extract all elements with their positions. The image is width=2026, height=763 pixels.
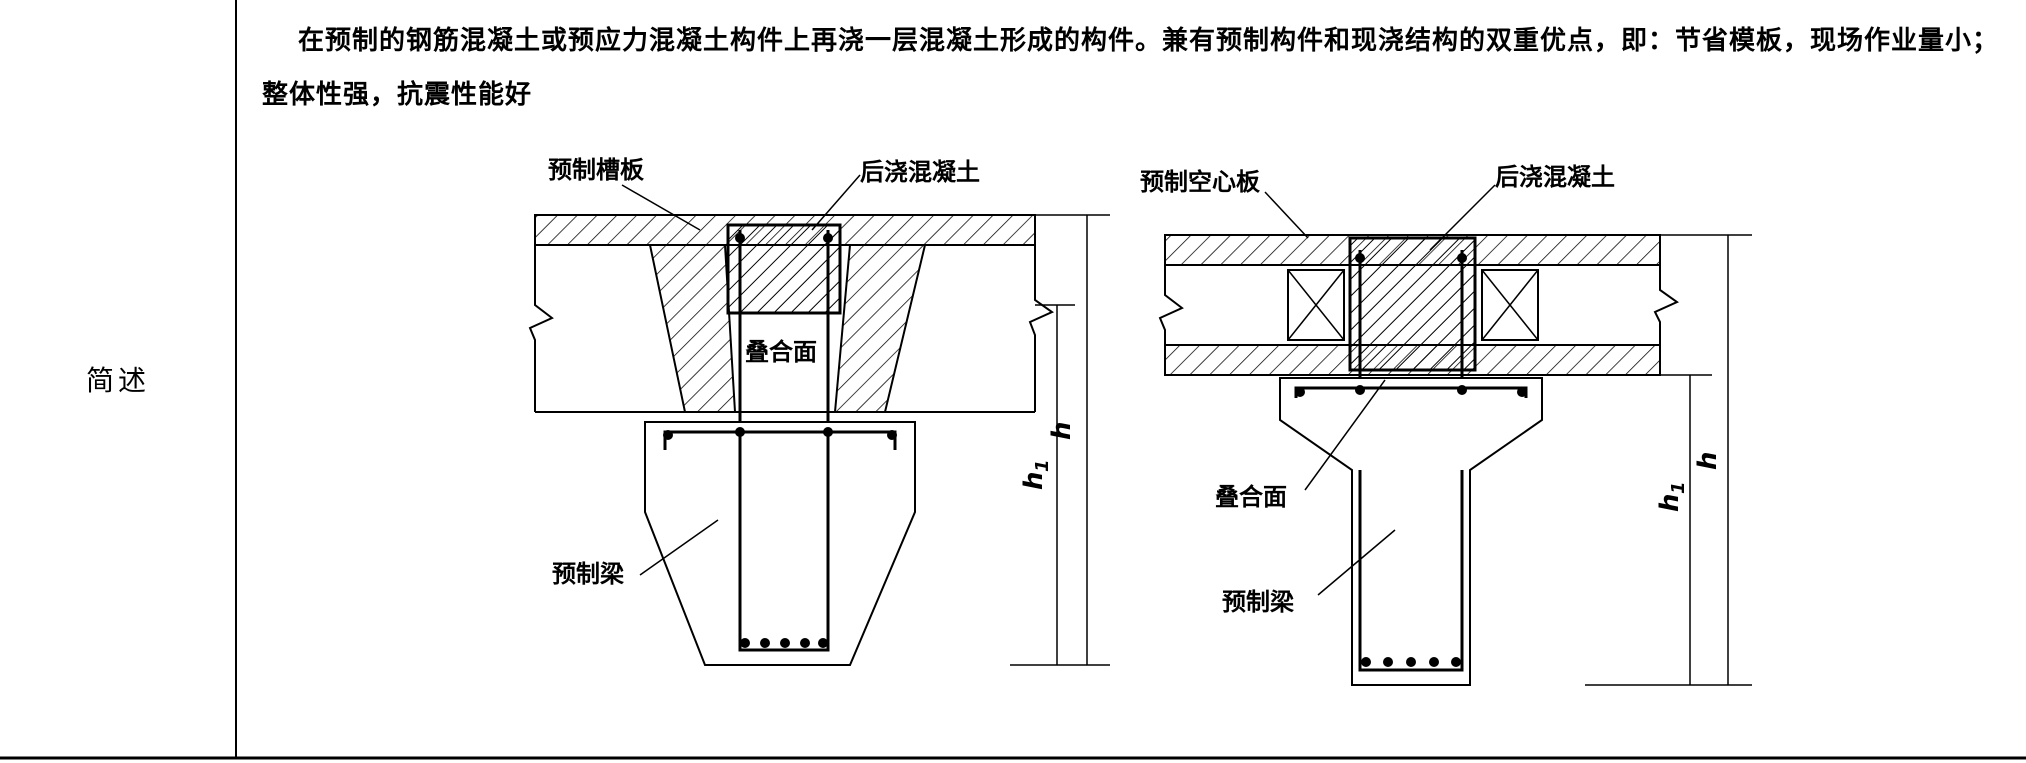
row-label: 简述 bbox=[85, 364, 150, 397]
right-interface-label: 叠合面 bbox=[1215, 483, 1287, 511]
left-figure: h h 1 预制槽板 后浇混凝土 叠合面 预制梁 bbox=[528, 156, 1110, 666]
left-interface-label: 叠合面 bbox=[745, 338, 817, 366]
description-text: 在预制的钢筋混凝土或预应力混凝土构件上再浇一层混凝土形成的构件。兼有预制构件和现… bbox=[262, 14, 2002, 122]
right-dim-h1: h bbox=[1655, 493, 1685, 512]
left-dim-h1: h bbox=[1019, 471, 1049, 490]
right-beam-label: 预制梁 bbox=[1222, 588, 1294, 616]
right-figure: h h 1 预制空心板 后浇混凝土 叠合面 预制梁 bbox=[1140, 163, 1752, 686]
left-beam-label: 预制梁 bbox=[552, 560, 624, 588]
left-topping-label: 后浇混凝土 bbox=[860, 158, 980, 186]
right-topping-label: 后浇混凝土 bbox=[1495, 163, 1615, 191]
description-paragraph: 在预制的钢筋混凝土或预应力混凝土构件上再浇一层混凝土形成的构件。兼有预制构件和现… bbox=[262, 26, 2000, 110]
left-dim-h1-subscript: 1 bbox=[1032, 459, 1053, 472]
left-slab-label: 预制槽板 bbox=[548, 156, 645, 184]
right-dim-h1-subscript: 1 bbox=[1668, 481, 1689, 494]
right-slab-label: 预制空心板 bbox=[1140, 168, 1261, 196]
left-dim-h: h bbox=[1047, 421, 1077, 440]
right-dim-h: h bbox=[1693, 451, 1723, 470]
